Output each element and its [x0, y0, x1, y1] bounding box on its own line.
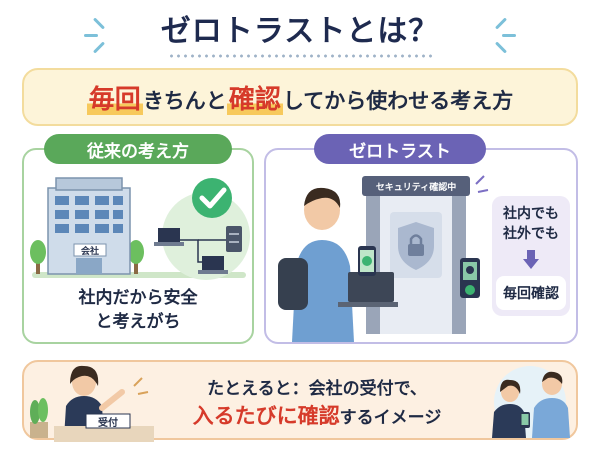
title-underline-dots — [168, 54, 432, 58]
caption-line2: と考えがち — [95, 312, 181, 332]
sparkle-icon — [84, 34, 98, 37]
visitor-icon — [532, 371, 570, 438]
tree-icon — [128, 240, 144, 274]
receptionist-icon — [492, 379, 526, 438]
traditional-caption: 社内だから安全 と考えがち — [30, 286, 246, 334]
condition-inside: 社内でも — [503, 206, 559, 222]
analogy-highlight: 入るたびに確認 — [192, 404, 340, 428]
definition-banner: 毎回きちんと確認してから使わせる考え方 — [22, 68, 578, 126]
traditional-illustration — [30, 177, 250, 280]
definition-text: 毎回きちんと確認してから使わせる考え方 — [86, 79, 514, 116]
laptop-icon — [338, 272, 398, 307]
gate-sign: セキュリティ確認中 — [375, 183, 457, 193]
highlight-verify: 確認 — [226, 84, 283, 115]
shield-lock-icon — [398, 222, 434, 270]
plant-icon — [30, 398, 48, 438]
office-building-icon — [47, 177, 131, 275]
analogy-line1: たとえると：会社の受付で、 — [207, 379, 427, 399]
person-icon — [278, 187, 354, 342]
zero-trust-label: ゼロトラスト — [314, 134, 486, 164]
face-scanner-icon — [460, 258, 480, 298]
traditional-label: 従来の考え方 — [44, 134, 232, 164]
check-in-illustration — [492, 366, 570, 438]
sparkle-icon — [502, 34, 516, 37]
zero-trust-illustration — [278, 175, 489, 342]
result-verify-every-time: 毎回確認 — [496, 276, 566, 310]
banner-text-rest: してから使わせる考え方 — [282, 88, 514, 113]
smartphone-icon — [358, 246, 376, 276]
caption-line1: 社内だから安全 — [78, 288, 198, 308]
smartphone-icon — [520, 412, 530, 428]
arrow-down-icon — [523, 250, 539, 269]
check-icon — [192, 178, 232, 218]
server-icon — [226, 226, 242, 252]
analogy-rest: するイメージ — [339, 408, 442, 428]
highlight-every-time: 毎回 — [86, 84, 143, 115]
laptop-icon — [198, 256, 228, 274]
laptop-icon — [154, 228, 184, 246]
condition-outside: 社外でも — [503, 226, 559, 242]
page-title: ゼロトラストとは？ — [160, 14, 440, 49]
tree-icon — [30, 240, 46, 274]
banner-text-properly: きちんと — [142, 88, 227, 113]
analogy-line2: 入るたびに確認するイメージ — [152, 400, 482, 430]
reception-desk-sign: 受付 — [98, 418, 118, 429]
backpack-icon — [278, 258, 308, 310]
receptionist-illustration — [30, 365, 154, 442]
building-sign: 会社 — [80, 247, 99, 257]
